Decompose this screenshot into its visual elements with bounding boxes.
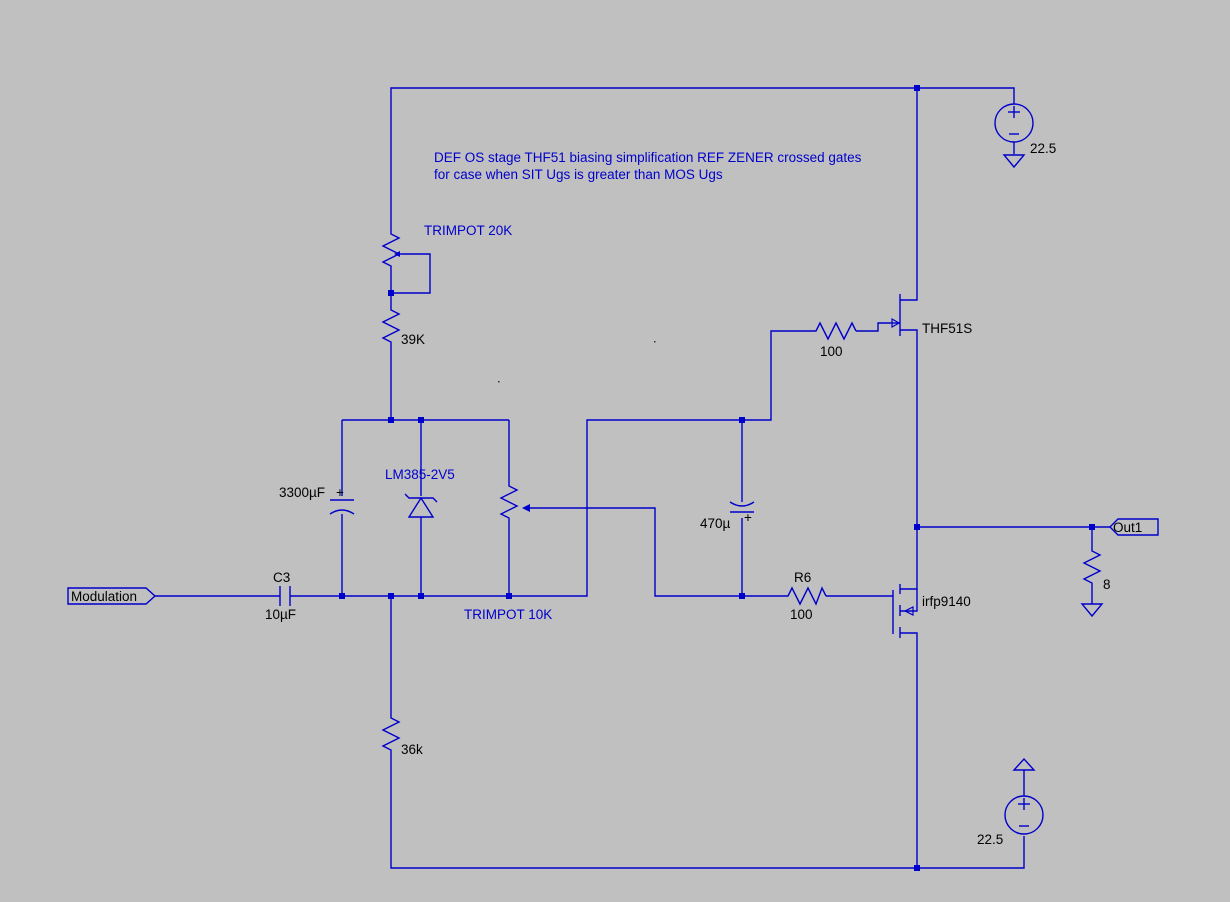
label-lm385: LM385-2V5 <box>385 467 455 482</box>
label-100-top: 100 <box>820 344 843 359</box>
wire-top-rail <box>390 87 1015 228</box>
capacitor-3300uf[interactable]: + <box>329 485 355 515</box>
trimpot-20k[interactable] <box>381 228 401 268</box>
label-3300uf: 3300µF <box>279 485 325 500</box>
voltage-source-top[interactable] <box>994 103 1034 143</box>
trimpot-10k[interactable] <box>499 482 519 522</box>
junction <box>1089 524 1095 530</box>
junction <box>914 524 920 530</box>
resistor-39k[interactable] <box>381 306 401 350</box>
ground-icon <box>1002 154 1026 169</box>
netlabel-modulation-text: Modulation <box>71 589 137 604</box>
transistor-irfp9140[interactable] <box>892 584 918 638</box>
label-thf51s: THF51S <box>922 321 972 336</box>
zener-lm385[interactable] <box>404 493 438 518</box>
label-v-top: 22.5 <box>1030 141 1056 156</box>
netlabel-out1-text: Out1 <box>1113 520 1142 535</box>
capacitor-c3[interactable] <box>279 586 291 606</box>
voltage-source-bottom[interactable] <box>1004 795 1044 835</box>
wiper-arrow-10k <box>522 504 530 512</box>
junction <box>388 290 394 296</box>
label-trimpot-10k: TRIMPOT 10K <box>464 607 552 622</box>
svg-text:+: + <box>744 510 752 525</box>
label-c3: C3 <box>273 570 290 585</box>
speck <box>654 341 656 343</box>
junction <box>388 593 394 599</box>
capacitor-470u[interactable]: + <box>729 501 755 525</box>
svg-text:+: + <box>336 485 344 500</box>
label-c3-value: 10µF <box>265 607 296 622</box>
junction <box>388 417 394 423</box>
label-load-8: 8 <box>1103 577 1111 592</box>
junction <box>739 593 745 599</box>
junctions <box>339 85 1095 871</box>
transistor-thf51s[interactable] <box>890 292 918 336</box>
wire-trim20-wiper <box>391 253 431 294</box>
netlabel-out1[interactable]: Out1 <box>1109 518 1159 536</box>
resistor-100-gate-thf51[interactable] <box>812 321 857 341</box>
junction <box>339 593 345 599</box>
wires <box>155 87 1110 869</box>
junction <box>914 85 920 91</box>
wire-gate-thf51 <box>856 322 890 332</box>
netlabel-modulation[interactable]: Modulation <box>67 587 157 605</box>
label-r6-value: 100 <box>790 607 813 622</box>
resistor-load-8[interactable] <box>1082 547 1102 593</box>
junction <box>418 417 424 423</box>
label-trimpot-20k: TRIMPOT 20K <box>424 223 512 238</box>
junction <box>418 593 424 599</box>
label-irfp9140: irfp9140 <box>922 594 971 609</box>
junction <box>506 593 512 599</box>
junction <box>914 865 920 871</box>
comment-line-1: DEF OS stage THF51 biasing simplificatio… <box>434 150 862 165</box>
wire-bottom-rail <box>390 760 1025 869</box>
comment-line-2: for case when SIT Ugs is greater than MO… <box>434 167 723 182</box>
speck <box>498 381 500 383</box>
resistor-r6[interactable] <box>784 586 827 606</box>
wire-trim10-wiper <box>526 507 742 597</box>
label-v-bottom: 22.5 <box>977 832 1003 847</box>
junction <box>739 417 745 423</box>
label-r6: R6 <box>794 570 811 585</box>
wire-to-r100-top <box>742 330 812 421</box>
label-470u: 470µ <box>700 516 731 531</box>
label-39k: 39K <box>401 332 425 347</box>
resistor-36k[interactable] <box>381 714 401 760</box>
supply-arrow-icon <box>1012 757 1036 771</box>
label-36k: 36k <box>401 742 423 757</box>
ground-icon <box>1080 603 1104 618</box>
